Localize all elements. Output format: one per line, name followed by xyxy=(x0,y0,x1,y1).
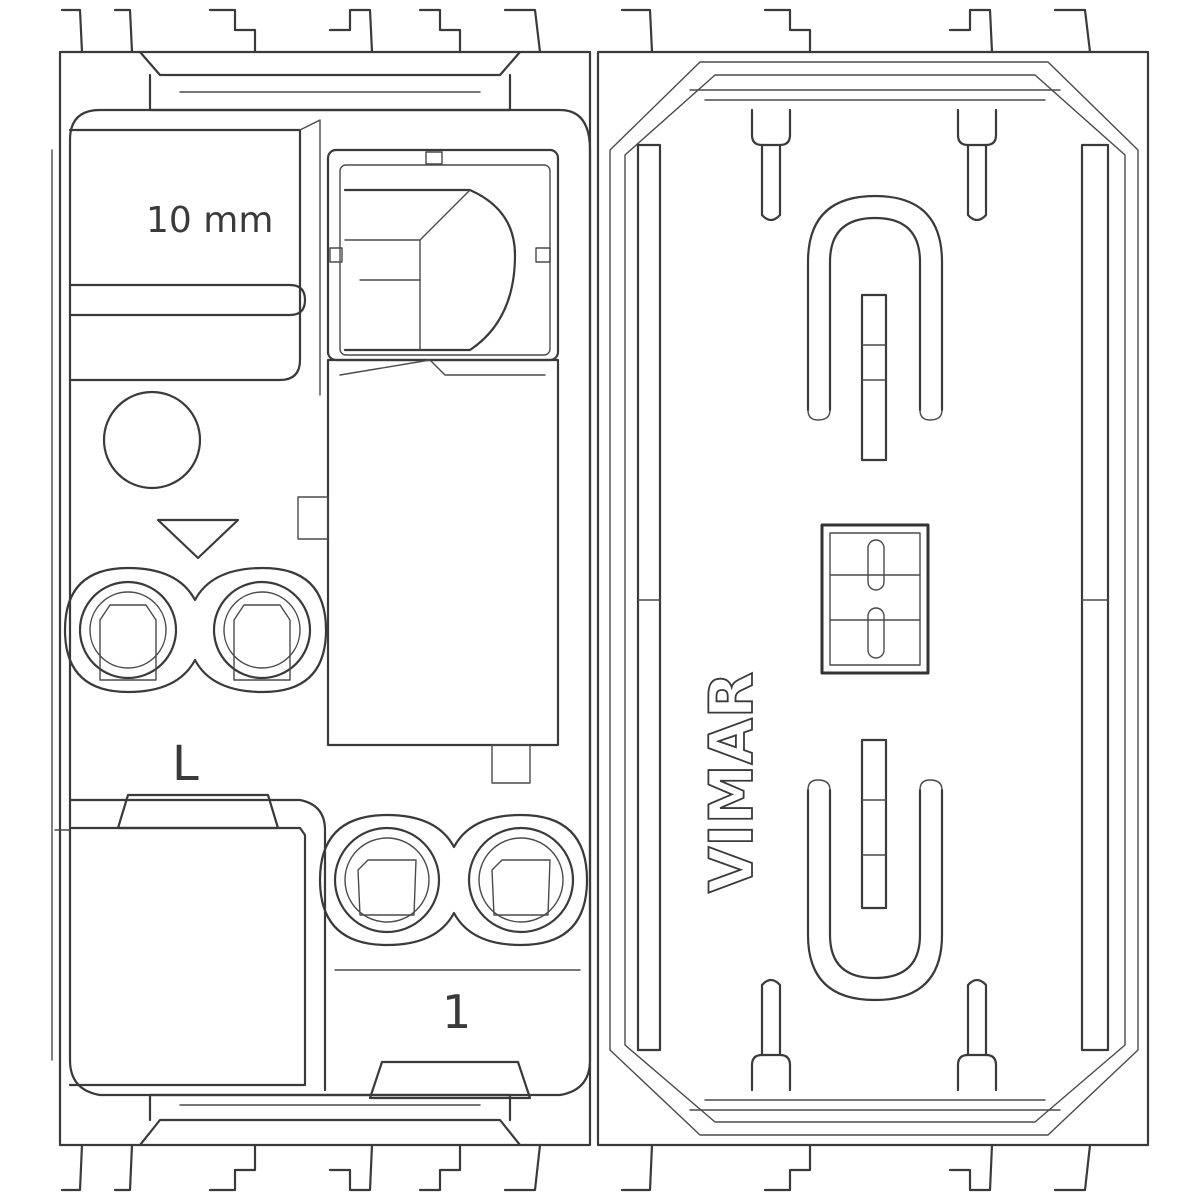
terminal-l-label: L xyxy=(172,736,199,792)
lower-slot xyxy=(368,1060,532,1100)
left-bottom-clips xyxy=(60,1093,542,1192)
lower-left-block xyxy=(54,826,307,1087)
strip-length-label: 10 mm xyxy=(146,200,273,241)
lower-ledge xyxy=(68,798,327,1092)
upper-actuator xyxy=(806,194,944,462)
brand-logo: VIMAR xyxy=(697,672,767,893)
release-button-cavity xyxy=(326,148,560,362)
right-bottom-clips xyxy=(620,1099,1092,1192)
left-module-outer-frame xyxy=(58,50,592,1147)
left-rail xyxy=(636,143,662,1052)
bottom-spring-clips xyxy=(750,978,998,1092)
terminal-1-label: 1 xyxy=(442,985,471,1039)
wire-insert-arrow-icon xyxy=(156,518,240,560)
center-contact xyxy=(820,523,930,675)
release-hole xyxy=(102,390,202,490)
lower-actuator xyxy=(806,738,944,1002)
right-rail xyxy=(1080,143,1110,1052)
left-module-body xyxy=(68,108,592,1097)
strip-gauge-block xyxy=(68,119,321,396)
terminal-l-entries xyxy=(63,566,328,694)
left-top-clips xyxy=(60,8,542,112)
right-module: VIMAR xyxy=(596,8,1150,1192)
top-spring-clips xyxy=(750,108,998,222)
right-top-clips xyxy=(620,8,1092,101)
mechanism-block xyxy=(297,358,560,784)
terminal-1-entries xyxy=(318,813,589,971)
right-module-outer-frame xyxy=(596,50,1150,1147)
left-module: 10 mm L 1 xyxy=(51,8,592,1192)
right-module-bevel xyxy=(609,61,1139,1136)
